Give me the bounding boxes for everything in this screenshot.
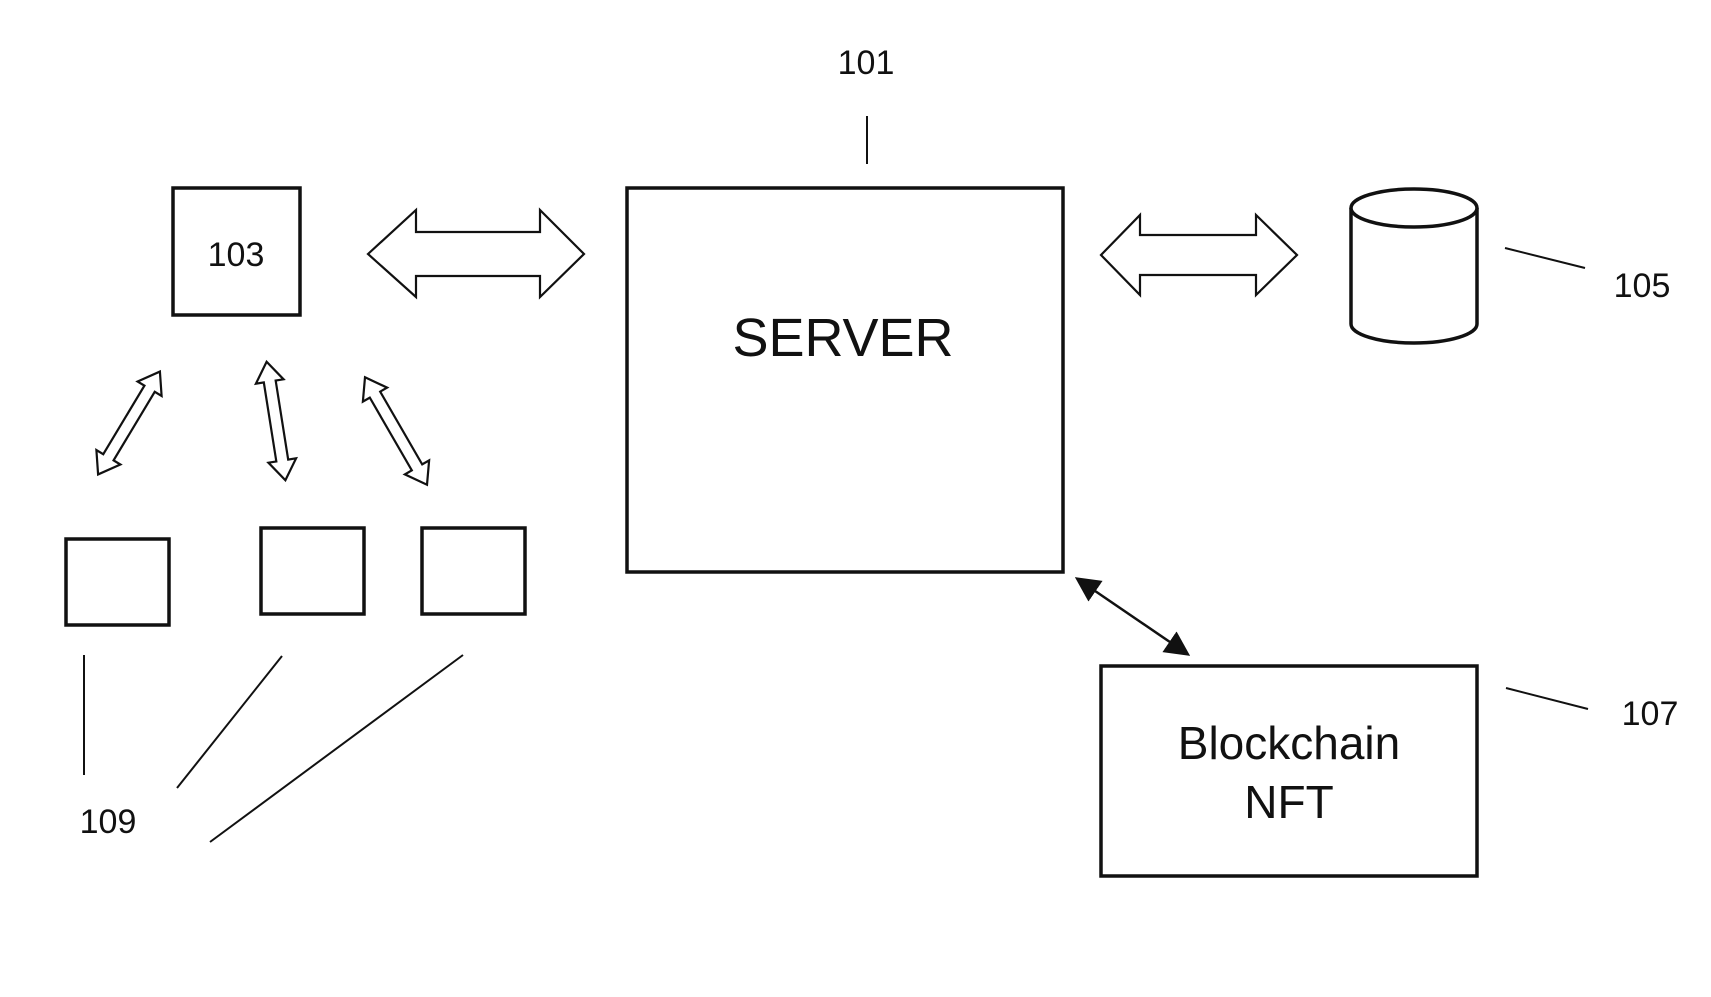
blockchain-ref-leader — [1506, 688, 1588, 709]
device-box-2 — [261, 528, 364, 614]
device-ref-leader-2 — [177, 656, 282, 788]
blockchain-box — [1101, 666, 1477, 876]
blockchain-line2: NFT — [1244, 776, 1333, 828]
devices-ref-label: 109 — [80, 803, 137, 841]
client-server-double-arrow — [368, 210, 584, 297]
blockchain-line1: Blockchain — [1178, 717, 1400, 769]
blockchain-ref-label: 107 — [1622, 695, 1679, 733]
client-ref-label: 103 — [208, 236, 265, 274]
server-box — [627, 188, 1063, 572]
database-ref-label: 105 — [1614, 267, 1671, 305]
device-box-3 — [422, 528, 525, 614]
server-title: SERVER — [732, 308, 953, 368]
client-device-arrow-3 — [353, 370, 439, 491]
client-device-arrow-1 — [86, 364, 172, 481]
server-blockchain-arrow — [1079, 580, 1186, 653]
device-box-1 — [66, 539, 169, 625]
server-ref-label: 101 — [838, 44, 895, 82]
database-ref-leader — [1505, 248, 1585, 268]
client-device-arrow-2 — [253, 360, 299, 483]
database-icon — [1351, 189, 1477, 343]
device-ref-leader-3 — [210, 655, 463, 842]
server-database-double-arrow — [1101, 215, 1297, 295]
